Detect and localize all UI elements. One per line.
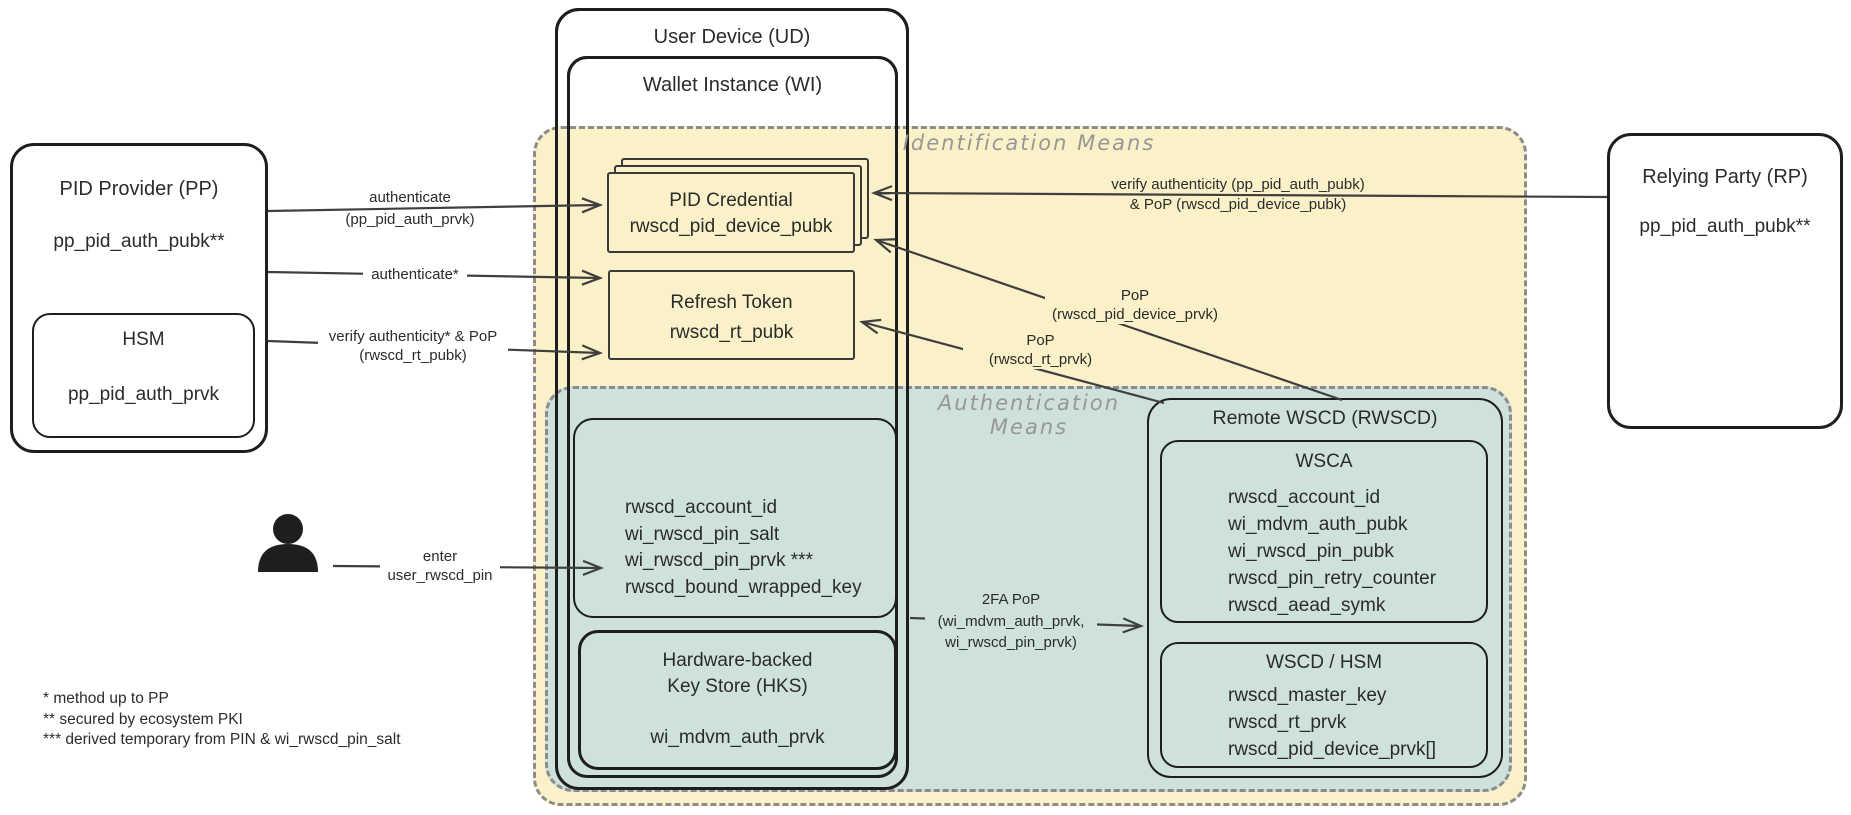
- wallet-secrets-card: [573, 418, 897, 618]
- verify-pop-rt-line1: verify authenticity* & PoP: [328, 328, 498, 345]
- wallet-secret-item: wi_rwscd_pin_prvk ***: [625, 550, 813, 571]
- verify-pop-rt-label: verify authenticity* & PoP (rwscd_rt_pub…: [318, 327, 508, 365]
- pid-credential-key: rwscd_pid_device_pubk: [629, 216, 833, 237]
- authenticate-label-line2: (pp_pid_auth_prvk): [345, 211, 475, 228]
- 2fa-pop-line3: wi_rwscd_pin_prvk): [945, 634, 1077, 651]
- authenticate-label: authenticate (pp_pid_auth_prvk): [330, 188, 490, 229]
- authenticate-star-label: authenticate*: [363, 265, 467, 284]
- verify-pop-pid-line2: & PoP (rwscd_pid_device_pubk): [1129, 196, 1347, 213]
- 2fa-pop-line2: (wi_mdvm_auth_prvk,: [937, 612, 1085, 630]
- wsca-item: rwscd_pin_retry_counter: [1228, 568, 1437, 589]
- pop-rt-line2: (rwscd_rt_prvk): [988, 351, 1093, 368]
- pop-rt-label: PoP (rwscd_rt_prvk): [963, 331, 1118, 369]
- hks-key: wi_mdvm_auth_prvk: [650, 727, 825, 748]
- user-device-title: User Device (UD): [653, 26, 811, 48]
- hks-box: [578, 630, 897, 770]
- hks-title-line1: Hardware-backed: [662, 650, 813, 671]
- footnote: ** secured by ecosystem PKI: [43, 710, 243, 728]
- wscd-hsm-box: [1160, 642, 1488, 768]
- wallet-secret-item: rwscd_bound_wrapped_key: [625, 576, 862, 598]
- wallet-secret-item: rwscd_account_id: [625, 497, 778, 518]
- footnote: *** derived temporary from PIN & wi_rwsc…: [43, 731, 401, 748]
- relying-party-title: Relying Party (RP): [1642, 166, 1808, 188]
- wallet-instance-title: Wallet Instance (WI): [642, 74, 823, 96]
- footnotes: * method up to PP ** secured by ecosyste…: [43, 689, 401, 751]
- user-icon: [258, 514, 318, 572]
- wscd-hsm-item: rwscd_master_key: [1228, 685, 1387, 706]
- refresh-token-title: Refresh Token: [670, 292, 793, 313]
- wsca-item: wi_mdvm_auth_pubk: [1228, 514, 1408, 535]
- pid-provider-key: pp_pid_auth_pubk**: [53, 231, 225, 252]
- relying-party-box: [1607, 133, 1843, 429]
- wscd-hsm-title: WSCD / HSM: [1265, 652, 1383, 673]
- wsca-box: [1160, 440, 1488, 623]
- wsca-item: wi_rwscd_pin_pubk: [1228, 541, 1394, 562]
- wscd-hsm-item: rwscd_rt_prvk: [1228, 712, 1347, 733]
- refresh-token-key: rwscd_rt_pubk: [669, 322, 794, 343]
- relying-party-key: pp_pid_auth_pubk**: [1639, 216, 1811, 237]
- enter-pin-line1: enter: [422, 548, 458, 565]
- pop-pid-device-line2: (rwscd_pid_device_prvk): [1052, 306, 1218, 323]
- wallet-secret-item: wi_rwscd_pin_salt: [625, 523, 780, 545]
- verify-pop-pid-line1: verify authenticity (pp_pid_auth_pubk): [1111, 176, 1365, 193]
- pid-credential-card: [607, 172, 855, 253]
- enter-pin-label: enter user_rwscd_pin: [380, 547, 500, 585]
- remote-wscd-title: Remote WSCD (RWSCD): [1212, 407, 1438, 429]
- wsca-item: rwscd_aead_symk: [1228, 595, 1386, 616]
- wsca-title: WSCA: [1295, 451, 1353, 472]
- hks-title-line2: Key Store (HKS): [667, 676, 808, 697]
- refresh-token-card: [608, 270, 855, 360]
- wscd-hsm-item: rwscd_pid_device_prvk[]: [1228, 739, 1437, 760]
- verify-pop-pid-label: verify authenticity (pp_pid_auth_pubk) &…: [1102, 176, 1374, 214]
- wsca-items: rwscd_account_id wi_mdvm_auth_pubk wi_rw…: [1228, 484, 1436, 619]
- pop-pid-device-label: PoP (rwscd_pid_device_prvk): [1045, 286, 1225, 324]
- enter-pin-line2: user_rwscd_pin: [387, 567, 493, 584]
- pop-pid-device-line1: PoP: [1120, 287, 1150, 304]
- wscd-hsm-items: rwscd_master_key rwscd_rt_prvk rwscd_pid…: [1228, 682, 1436, 763]
- pid-credential-title: PID Credential: [669, 190, 793, 211]
- identification-means-label: Identification Means: [902, 131, 1156, 155]
- pp-hsm-title: HSM: [122, 329, 165, 350]
- verify-pop-rt-line2: (rwscd_rt_pubk): [359, 347, 467, 364]
- wallet-secrets-lines: rwscd_account_id wi_rwscd_pin_salt wi_rw…: [625, 495, 862, 601]
- 2fa-pop-label: 2FA PoP (wi_mdvm_auth_prvk, wi_rwscd_pin…: [925, 589, 1097, 654]
- pp-hsm-key: pp_pid_auth_prvk: [67, 384, 220, 405]
- pid-provider-title: PID Provider (PP): [59, 178, 219, 200]
- pop-rt-line1: PoP: [1026, 332, 1055, 349]
- authenticate-label-line1: authenticate: [369, 189, 451, 206]
- wsca-item: rwscd_account_id: [1228, 487, 1381, 508]
- pp-hsm-box: [32, 313, 255, 438]
- footnote: * method up to PP: [43, 690, 169, 707]
- wallet-instance-border: [567, 56, 898, 778]
- authentication-means-label: Authentication Means: [937, 391, 1121, 439]
- 2fa-pop-line1: 2FA PoP: [981, 591, 1041, 608]
